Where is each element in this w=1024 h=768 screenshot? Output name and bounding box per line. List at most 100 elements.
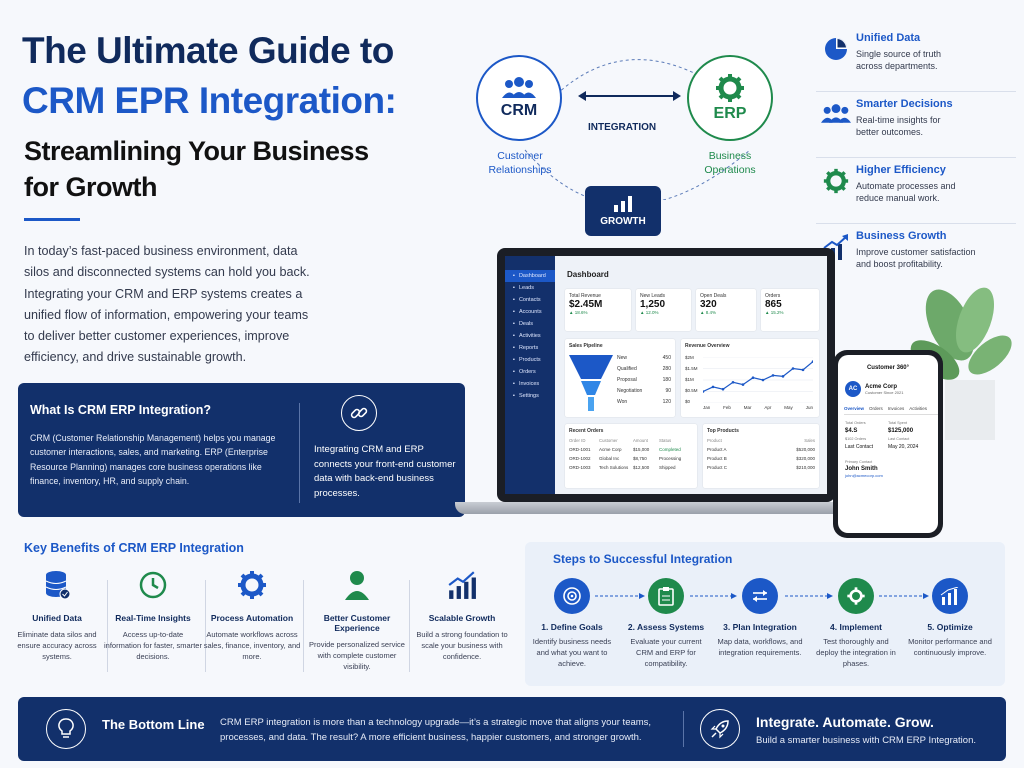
product-row: Product B$320,000	[707, 456, 815, 461]
step-title: 3. Plan Integration	[723, 622, 797, 632]
step-title: 4. Implement	[830, 622, 882, 632]
sidebar-item-dashboard[interactable]: ▪Dashboard	[505, 270, 555, 282]
phone-since: Customer Since 2021	[865, 389, 904, 395]
steps-arrows	[595, 593, 929, 599]
bar-chart-icon	[932, 578, 968, 614]
revenue-point	[761, 378, 765, 382]
feature-desc: Single source of truth	[856, 49, 942, 59]
pipeline-funnel	[569, 355, 613, 411]
revenue-point	[811, 360, 813, 363]
step-optimize: 5. Optimize Monitor performance and cont…	[907, 578, 993, 658]
phone-primary-contact: Primary Contact John Smith john@acmecorp…	[845, 460, 931, 478]
revenue-point	[771, 374, 775, 377]
revenue-point	[741, 383, 745, 386]
bottom-divider	[683, 711, 684, 747]
tab-orders[interactable]: Orders	[869, 406, 883, 411]
crm-label: CRM	[500, 102, 538, 119]
erp-caption-line1: Business	[708, 150, 752, 162]
product-row: Product A$520,000	[707, 447, 815, 452]
revenue-point	[801, 368, 805, 372]
benefit-unified-data: Unified Data Eliminate data silos and en…	[8, 570, 106, 662]
phone-customer-header: AC Acme Corp Customer Since 2021	[845, 381, 938, 397]
sidebar-item-label: Dashboard	[518, 273, 546, 279]
tab-activities[interactable]: Activities	[909, 406, 928, 411]
phone-title: Customer 360°	[866, 365, 910, 371]
benefit-process-automation: Process Automation Automate workflows ac…	[203, 570, 301, 662]
hero-accent-rule	[24, 218, 80, 221]
gear-icon	[823, 168, 849, 194]
laptop-screen: ▪Dashboard ▪Leads ▪Contacts ▪Accounts ▪D…	[505, 256, 827, 494]
benefit-title: Process Automation	[210, 613, 294, 623]
swap-arrows-icon	[742, 578, 778, 614]
sidebar-item-settings[interactable]: ▪Settings	[513, 393, 539, 399]
lightbulb-icon	[46, 709, 86, 749]
laptop-frame: ▪Dashboard ▪Leads ▪Contacts ▪Accounts ▪D…	[497, 248, 835, 502]
feature-title: Unified Data	[856, 32, 921, 44]
step-desc: Identify business needs and what you wan…	[532, 637, 612, 668]
revenue-point	[731, 381, 735, 384]
sidebar-item-label: Reports	[518, 345, 539, 351]
what-is-divider	[299, 403, 300, 503]
bottom-sub: Build a smarter business with CRM ERP In…	[756, 735, 976, 746]
benefit-desc: Eliminate data silos and ensure accuracy…	[17, 630, 97, 661]
gear-icon	[716, 74, 744, 102]
feature-higher-efficiency: Higher Efficiency Automate processes and…	[816, 158, 1016, 224]
right-features: Unified Data Single source of truth acro…	[816, 30, 1016, 284]
pipeline-title: Sales Pipeline	[569, 343, 603, 349]
benefit-real-time-insights: Real-Time Insights Access up-to-date inf…	[104, 570, 202, 662]
gear-icon	[838, 578, 874, 614]
kpi-card: Orders 865 ▲ 15.2%	[761, 289, 819, 331]
phone-tabs: Overview Orders Invoices Activities	[844, 406, 938, 415]
step-implement: 4. Implement Test thoroughly and deploy …	[813, 578, 899, 669]
feature-title: Smarter Decisions	[856, 98, 953, 110]
revenue-point	[791, 367, 795, 370]
sidebar-item-leads[interactable]: ▪Leads	[513, 285, 534, 291]
step-assess-systems: 2. Assess Systems Evaluate your current …	[623, 578, 709, 669]
feature-desc: better outcomes.	[856, 127, 924, 137]
kpi-value: 865	[765, 299, 782, 310]
feature-desc: Improve customer satisfaction	[856, 247, 976, 257]
sidebar-item-invoices[interactable]: ▪Invoices	[513, 381, 540, 387]
what-is-box: What Is CRM ERP Integration? CRM (Custom…	[18, 383, 465, 517]
kpi-delta: ▲ 15.2%	[765, 310, 784, 315]
what-is-title: What Is CRM ERP Integration?	[30, 403, 212, 417]
phone-company: Acme Corp	[865, 383, 898, 390]
step-plan-integration: 3. Plan Integration Map data, workflows,…	[717, 578, 803, 658]
hero-intro: In today’s fast-paced business environme…	[24, 244, 310, 365]
revenue-y-axis: $2M $1.5M $1M $0.5M $0	[685, 355, 698, 404]
sidebar-item-activities[interactable]: ▪Activities	[513, 333, 541, 339]
benefit-title: Better Customer Experience	[323, 613, 391, 633]
kpi-value: $2.45M	[569, 299, 603, 310]
revenue-point	[703, 390, 705, 393]
erp-caption-line2: Operations	[704, 164, 756, 176]
step-define-goals: 1. Define Goals Identify business needs …	[529, 578, 615, 669]
hero-subtitle-line2: for Growth	[24, 172, 157, 202]
sidebar-item-products[interactable]: ▪Products	[513, 357, 541, 363]
sidebar-item-orders[interactable]: ▪Orders	[513, 369, 536, 375]
phone-screen: Customer 360° AC Acme Corp Customer Sinc…	[838, 355, 938, 533]
sidebar-item-reports[interactable]: ▪Reports	[513, 345, 539, 351]
step-title: 2. Assess Systems	[627, 622, 705, 632]
sidebar-item-accounts[interactable]: ▪Accounts	[513, 309, 542, 315]
sidebar-item-deals[interactable]: ▪Deals	[513, 321, 534, 327]
database-icon	[45, 571, 71, 600]
bottom-banner: The Bottom Line CRM ERP integration is m…	[18, 697, 1006, 761]
tab-invoices[interactable]: Invoices	[887, 406, 905, 411]
kpi-label: Open Deals	[700, 293, 727, 299]
sidebar-item-contacts[interactable]: ▪Contacts	[513, 297, 541, 303]
benefit-title: Real-Time Insights	[115, 613, 191, 623]
tab-overview[interactable]: Overview	[844, 406, 865, 411]
benefit-desc: Access up-to-date information for faster…	[104, 630, 202, 661]
erp-circle: ERP	[687, 55, 773, 141]
revenue-x-axis: Jan Feb Mar Apr May Jun	[703, 405, 813, 410]
step-desc: Monitor performance and continuously imp…	[908, 637, 992, 657]
steps-title: Steps to Successful Integration	[553, 552, 733, 566]
hero-subtitle-line1: Streamlining Your Business	[24, 136, 369, 166]
primary-email-link[interactable]: john@acmecorp.com	[845, 473, 883, 478]
feature-desc: and boost profitability.	[856, 259, 943, 269]
